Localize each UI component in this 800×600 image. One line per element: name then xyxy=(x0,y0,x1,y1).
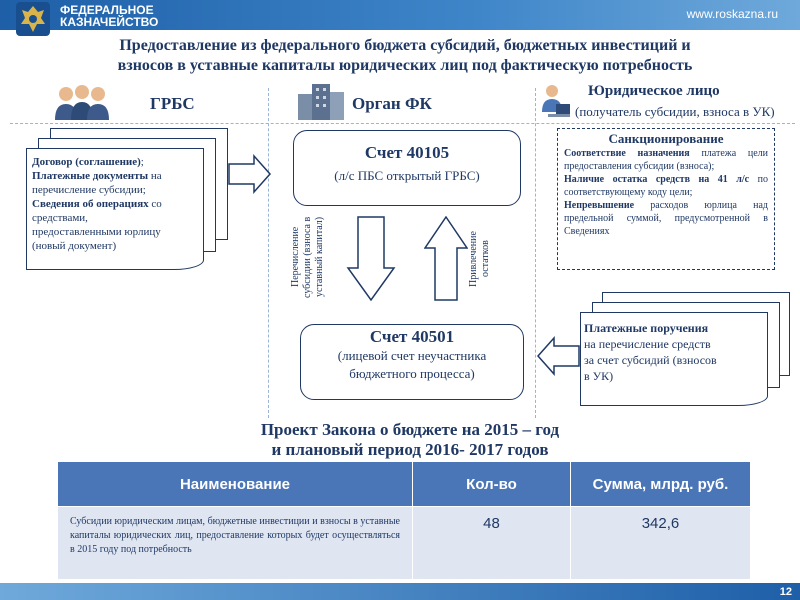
account-40501-number: Счет 40501 xyxy=(369,327,455,346)
arrow-up-icon xyxy=(424,216,468,301)
grbs-documents-text: Договор (соглашение); Платежные документ… xyxy=(32,156,162,252)
account-40501-desc-1: (лицевой счет неучастника xyxy=(337,348,487,363)
arrow-right-icon xyxy=(228,154,272,194)
sanction-point-2: Наличие остатка средств на 41 л/с по соо… xyxy=(564,174,768,198)
title-line-1: Предоставление из федерального бюджета с… xyxy=(119,37,691,54)
logo-line-1: ФЕДЕРАЛЬНОЕ xyxy=(60,3,154,17)
table-header-row: Наименование Кол-во Сумма, млрд. руб. xyxy=(57,461,751,507)
header-sum: Сумма, млрд. руб. xyxy=(570,461,751,507)
doc-sheet-front xyxy=(26,148,204,270)
attract-balances-label: Привлечение остатков xyxy=(468,231,491,287)
logo-text: ФЕДЕРАЛЬНОЕ КАЗНАЧЕЙСТВО xyxy=(60,4,158,28)
legal-entity-subtitle: (получатель субсидии, взноса в УК) xyxy=(575,104,775,119)
logo-line-2: КАЗНАЧЕЙСТВО xyxy=(60,15,159,29)
emblem-logo xyxy=(16,2,50,36)
header-divider xyxy=(10,123,795,124)
column-heading-grbs: ГРБС xyxy=(150,94,195,113)
column-divider-2 xyxy=(535,88,536,418)
account-40501-box: Счет 40501 (лицевой счет неучастника бюд… xyxy=(300,324,524,400)
people-icon xyxy=(55,85,109,120)
header-name: Наименование xyxy=(57,461,413,507)
doc-payment-label: Платежные документы xyxy=(32,170,149,182)
sanction-point-1: Соответствие назначения платежа цели пре… xyxy=(564,148,768,172)
header-count: Кол-во xyxy=(412,461,571,507)
payment-orders-text: Платежные поручения на перечисление сред… xyxy=(584,321,717,383)
budget-table: Наименование Кол-во Сумма, млрд. руб. Су… xyxy=(57,461,751,580)
table-row: Субсидии юридическим лицам, бюджетные ин… xyxy=(57,506,751,580)
project-heading: Проект Закона о бюджете на 2015 – год и … xyxy=(180,420,640,460)
column-divider-1 xyxy=(268,88,269,418)
slide-title: Предоставление из федерального бюджета с… xyxy=(60,36,750,76)
bottom-bar xyxy=(0,583,800,600)
transfer-label: Перечисление субсидии (взноса в уставный… xyxy=(290,216,325,298)
buildings-icon xyxy=(298,84,344,120)
project-line-1: Проект Закона о бюджете на 2015 – год xyxy=(260,420,560,439)
cell-sum: 342,6 xyxy=(570,506,751,580)
project-line-2: и плановый период 2016- 2017 годов xyxy=(271,440,549,459)
payment-sheet-front xyxy=(580,312,768,406)
column-heading-organ-fk: Орган ФК xyxy=(352,94,432,113)
account-40501-desc-2: бюджетного процесса) xyxy=(349,366,475,381)
page-number: 12 xyxy=(779,586,792,598)
title-line-2: взносов в уставные капиталы юридических … xyxy=(117,57,693,74)
top-bar xyxy=(0,0,800,30)
cell-name: Субсидии юридическим лицам, бюджетные ин… xyxy=(57,506,413,580)
arrow-left-icon xyxy=(536,336,580,376)
sanction-heading: Санкционирование xyxy=(608,131,724,146)
arrow-down-icon xyxy=(346,216,396,302)
sanction-point-3: Непревышение расходов юрлица над предель… xyxy=(564,200,768,237)
sanction-box: Санкционирование Соответствие назначения… xyxy=(557,128,775,270)
site-url-link[interactable]: www.roskazna.ru xyxy=(686,7,778,21)
cell-count: 48 xyxy=(412,506,571,580)
account-40105-box: Счет 40105 (л/с ПБС открытый ГРБС) xyxy=(293,130,521,206)
account-40105-number: Счет 40105 xyxy=(364,143,450,162)
doc-operations-label: Сведения об операциях xyxy=(32,198,149,210)
column-heading-legal-entity: Юридическое лицо xyxy=(588,83,720,99)
doc-contract-label: Договор (соглашение) xyxy=(32,156,141,168)
account-40105-desc: (л/с ПБС открытый ГРБС) xyxy=(334,168,480,183)
person-computer-icon xyxy=(542,85,570,117)
